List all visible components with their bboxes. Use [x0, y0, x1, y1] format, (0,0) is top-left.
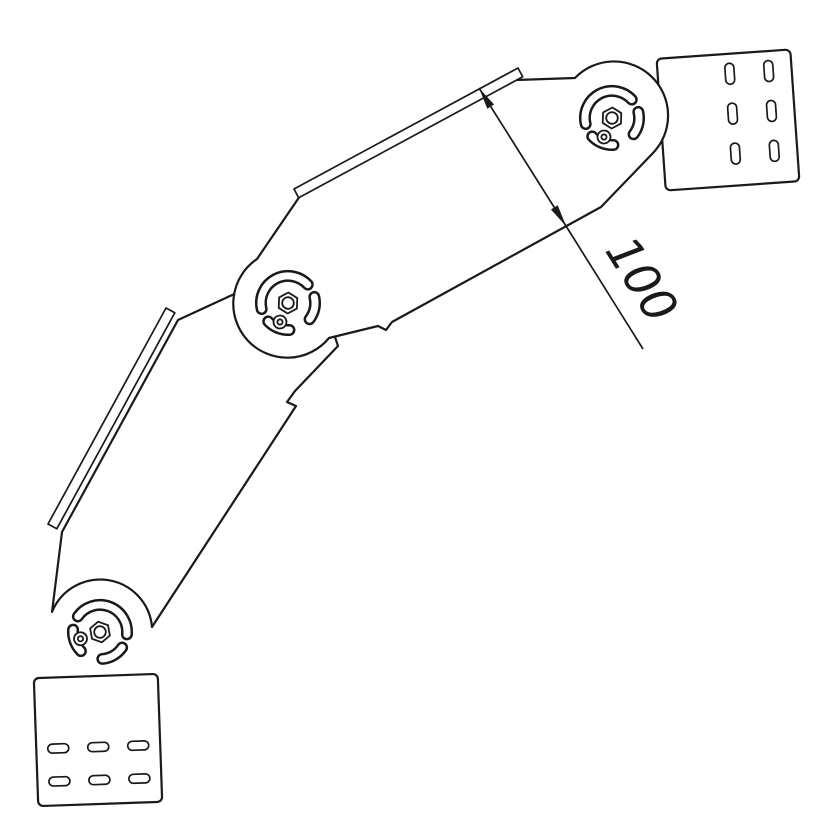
- dimension-arrowhead-end: [550, 205, 566, 226]
- plate-slot: [86, 741, 110, 753]
- bottom-end-plate-body: [32, 672, 164, 808]
- plate-slot: [128, 773, 151, 785]
- plate-slot: [762, 59, 775, 83]
- plate-slot: [46, 742, 70, 754]
- top-end-plate: [655, 48, 801, 192]
- plate-slot: [724, 62, 736, 86]
- plate-slot: [126, 740, 150, 752]
- lower-segment-flange: [47, 307, 176, 530]
- plate-slot: [88, 774, 111, 786]
- plate-slot: [729, 142, 742, 165]
- plate-slot: [765, 99, 778, 123]
- lower-tray-segment: [50, 288, 340, 629]
- plate-slot: [726, 102, 739, 126]
- dimension-line: [478, 87, 567, 227]
- middle-tray-segment: [232, 60, 670, 359]
- dimension-arrowhead-start: [479, 88, 495, 109]
- dimension-extension-line: [565, 225, 644, 350]
- plate-slot: [48, 775, 71, 787]
- bottom-end-plate: [32, 672, 164, 808]
- middle-segment-flange: [293, 67, 524, 199]
- dimension-label: 100: [594, 227, 688, 332]
- hinge-joint-bottom: [67, 598, 134, 664]
- plate-slot: [768, 139, 781, 163]
